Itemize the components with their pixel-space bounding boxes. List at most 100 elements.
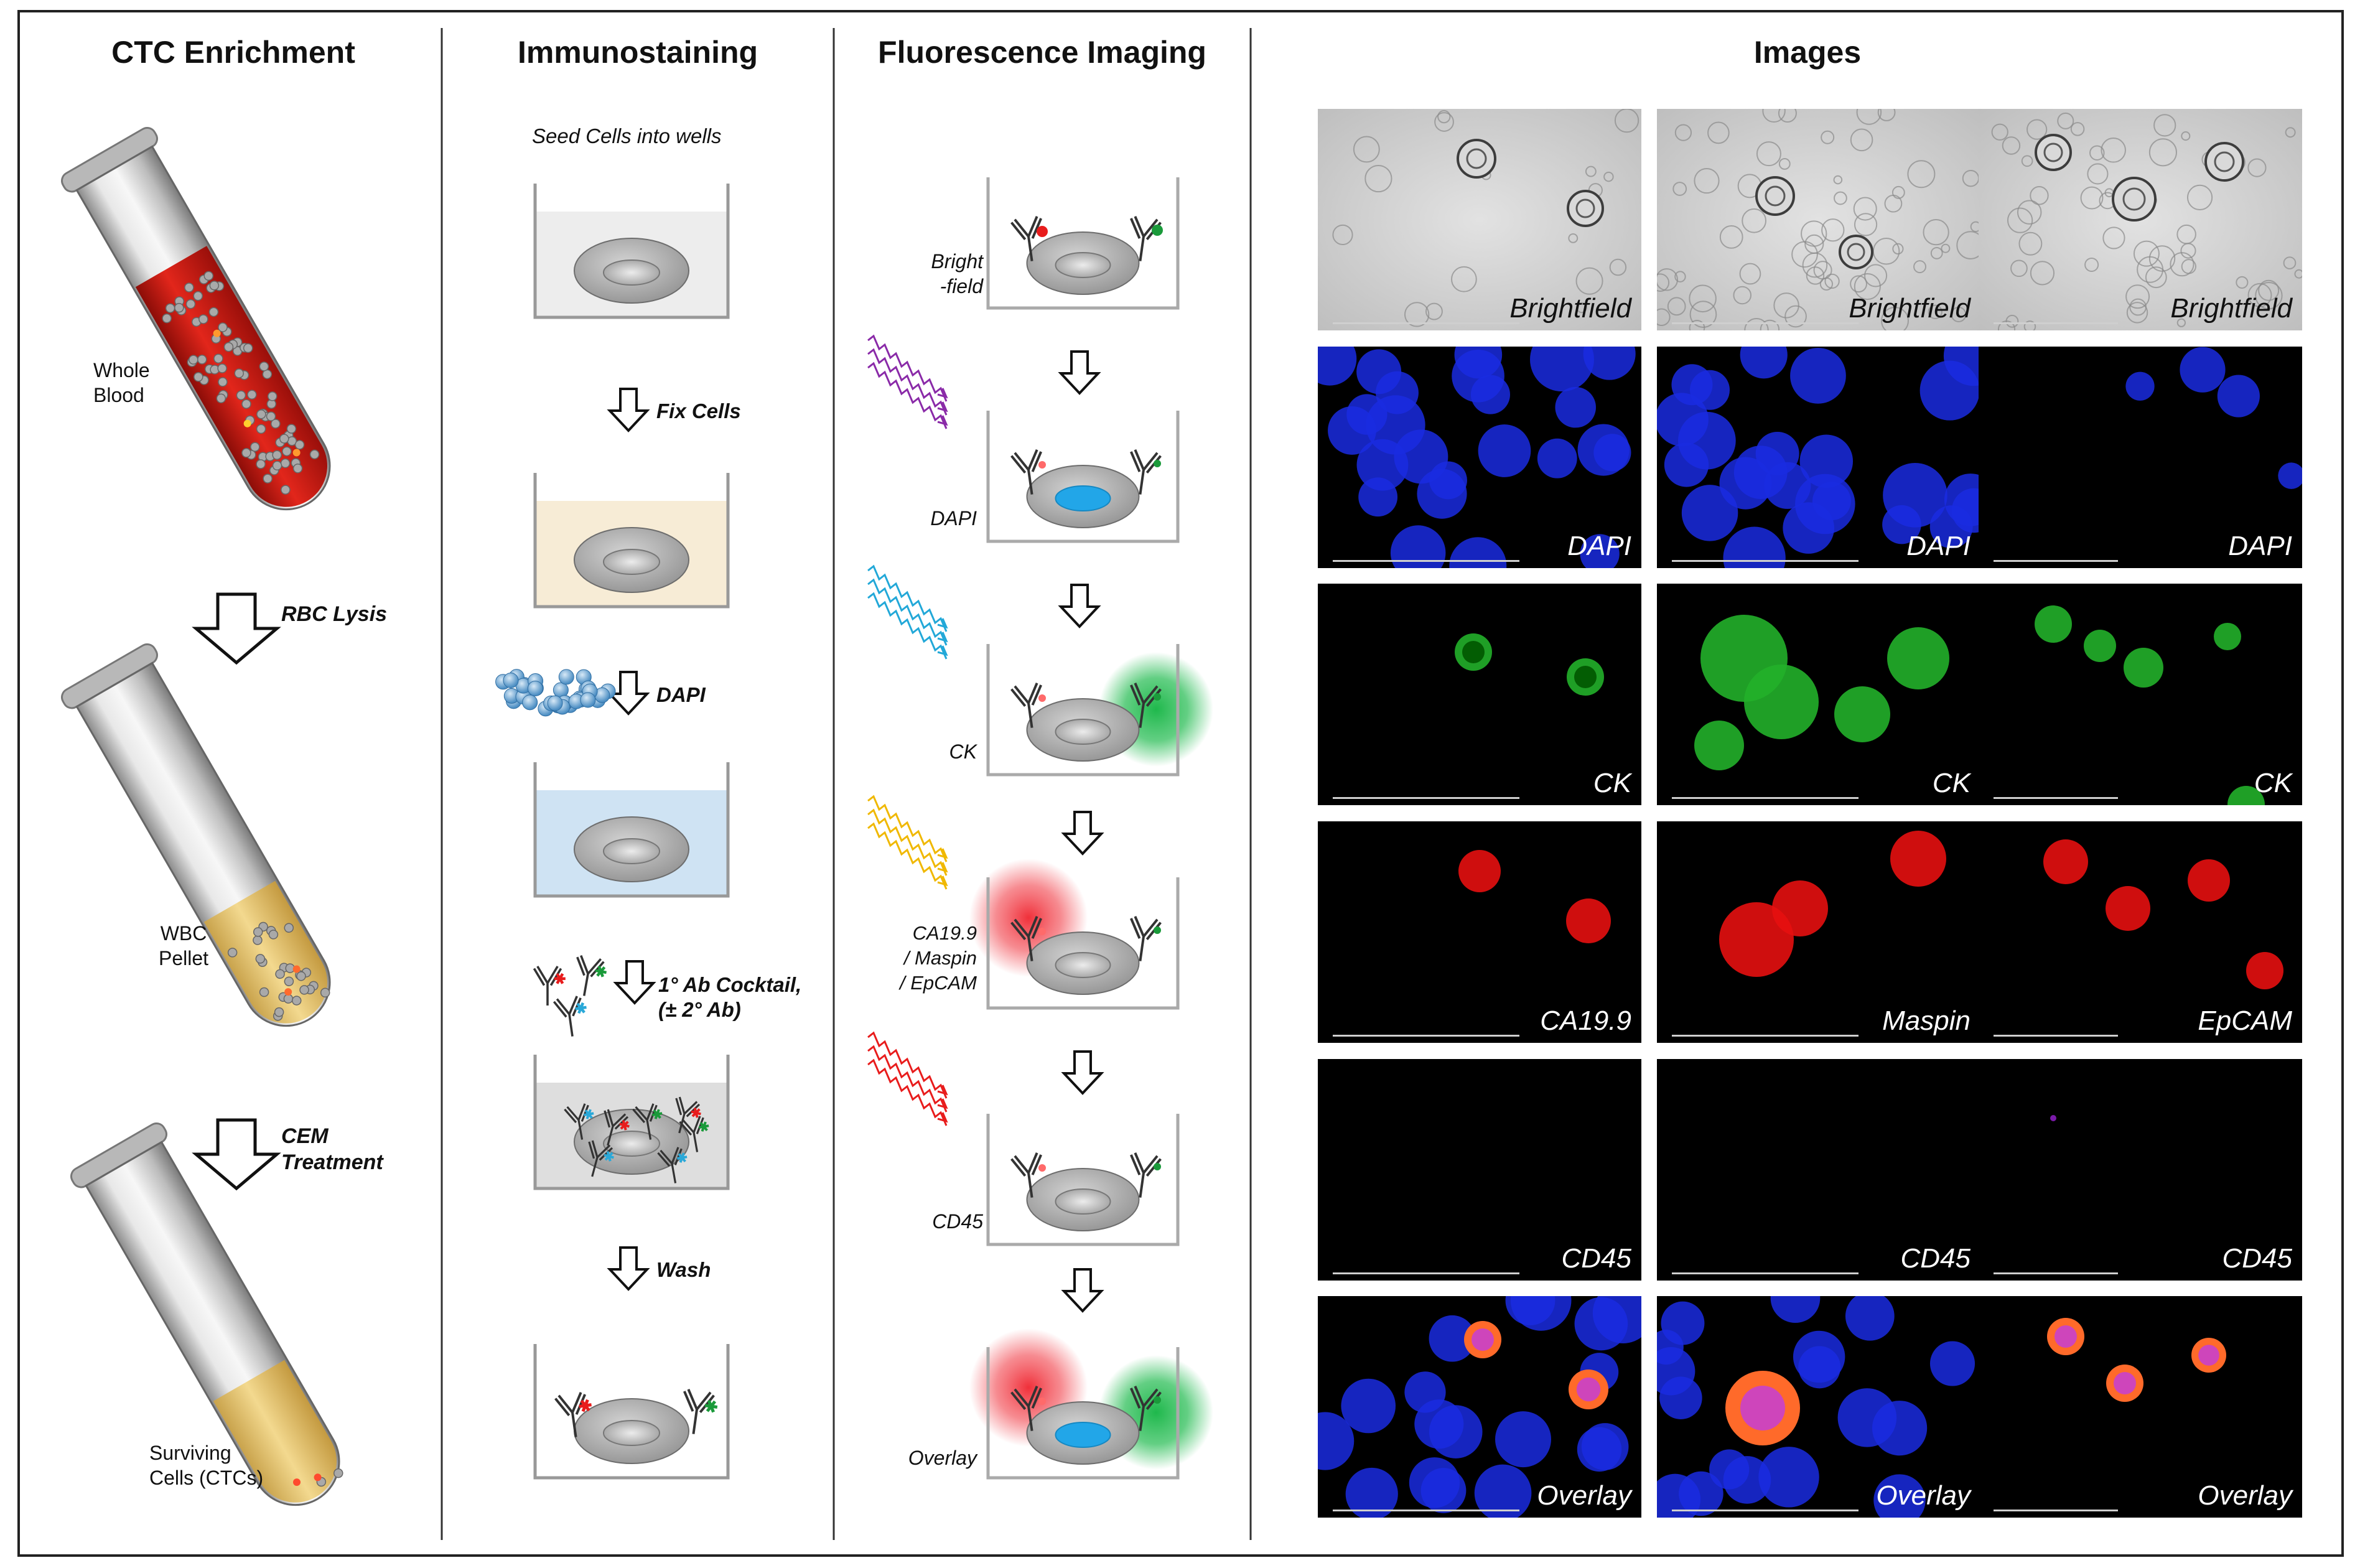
label-seed-cells: Seed Cells into wells	[532, 124, 722, 147]
scale-bar	[1333, 1035, 1519, 1037]
antibody-icon	[554, 1392, 592, 1437]
scale-bar	[1994, 797, 2118, 799]
culture-well	[533, 184, 730, 319]
excitation-wave-icon	[867, 1031, 948, 1126]
image-panel-label: Overlay	[1537, 1480, 1631, 1511]
scale-bar	[1672, 1272, 1859, 1274]
scale-bar	[1672, 322, 1859, 324]
image-panel: CD45	[1318, 1059, 1641, 1281]
image-panel: Brightfield	[1318, 109, 1641, 330]
image-panel-label: CK	[1932, 768, 1971, 798]
imaging-well	[969, 1328, 1213, 1480]
scale-bar	[1672, 560, 1859, 562]
column-title-imaging: Fluorescence Imaging	[878, 35, 1206, 70]
micrograph	[2050, 1115, 2056, 1121]
culture-well	[533, 1344, 730, 1480]
arrow-down-icon	[607, 388, 656, 1291]
label-overlay-step: Overlay	[908, 1447, 977, 1469]
antibody-icon	[588, 1140, 614, 1177]
test-tube-surviving-cells	[70, 1122, 340, 1506]
scale-bar	[1333, 1510, 1519, 1511]
imaging-well	[986, 411, 1180, 543]
scale-bar	[1994, 322, 2118, 324]
micrograph	[1979, 109, 2302, 330]
micrograph	[2047, 1318, 2226, 1402]
image-panel-label: Brightfield	[2170, 293, 2292, 324]
image-panel-label: CA19.9	[1540, 1006, 1631, 1036]
scale-bar	[1333, 1272, 1519, 1274]
excitation-wave-icon	[867, 564, 948, 660]
micrograph	[1318, 109, 1641, 330]
scale-bar	[1994, 1272, 2118, 1274]
micrograph	[2043, 839, 2283, 989]
image-panel-label: DAPI	[1906, 531, 1971, 561]
label-dapi-stain: DAPI	[656, 683, 706, 706]
imaging-wells	[969, 177, 1213, 1480]
antibody-icon	[657, 1147, 688, 1183]
label-wash: Wash	[656, 1258, 711, 1281]
antibody-icon	[1010, 916, 1042, 961]
antibody-icon	[553, 996, 587, 1037]
micrograph	[1455, 633, 1604, 696]
image-panel-label: EpCAM	[2198, 1006, 2292, 1036]
antibody-icon	[533, 966, 566, 1006]
micrograph	[1657, 109, 1980, 330]
image-panel: Overlay	[1979, 1296, 2302, 1518]
antibody-icon	[1130, 1152, 1162, 1198]
image-panel: DAPI	[1979, 347, 2302, 568]
image-panel: CA19.9	[1318, 821, 1641, 1043]
image-panel: CK	[1657, 584, 1980, 805]
image-panel: Brightfield	[1979, 109, 2302, 330]
label-ck-step: CK	[949, 740, 977, 763]
image-panel: Maspin	[1657, 821, 1980, 1043]
image-panel: Brightfield	[1657, 109, 1980, 330]
image-panel-label: Overlay	[1876, 1480, 1971, 1511]
label-rbc-lysis: RBC Lysis	[281, 602, 388, 626]
scale-bar	[1672, 1510, 1859, 1511]
antibody-icon	[1130, 449, 1162, 495]
micrograph	[1694, 615, 1949, 770]
image-panel-label: CK	[1593, 768, 1631, 798]
image-panel: EpCAM	[1979, 821, 2302, 1043]
culture-well	[533, 762, 730, 898]
image-panel: DAPI	[1657, 347, 1980, 568]
image-panel: CK	[1318, 584, 1641, 805]
image-panel: CD45	[1657, 1059, 1980, 1281]
antibody-cocktail-icon	[533, 954, 607, 1037]
antibody-icon	[576, 954, 607, 996]
image-panel: Overlay	[1318, 1296, 1641, 1518]
micrograph	[1719, 831, 1946, 977]
label-brightfield-step: Bright-field	[931, 250, 983, 297]
image-panel-label: CD45	[1561, 1243, 1632, 1274]
image-panel-label: Overlay	[2198, 1480, 2292, 1511]
micrograph	[1657, 1296, 1975, 1518]
antibody-icon	[1010, 216, 1042, 261]
test-tube-wbc-pellet	[61, 643, 331, 1027]
imaging-well	[986, 644, 1213, 777]
label-cd45-step: CD45	[932, 1210, 983, 1233]
antibody-icon	[1130, 216, 1162, 261]
test-tube-whole-blood	[61, 127, 331, 511]
excitation-wave-icon	[867, 334, 948, 429]
micrograph	[1657, 347, 1980, 568]
image-panel-label: DAPI	[1567, 531, 1631, 561]
micrograph	[2035, 605, 2265, 805]
antibody-icon	[1130, 916, 1162, 961]
scale-bar	[1333, 322, 1519, 324]
micrograph	[2125, 347, 2302, 489]
antibody-icon	[564, 1103, 594, 1140]
imaging-well	[969, 859, 1180, 1010]
scale-bar	[1994, 560, 2118, 562]
image-panel-label: CD45	[2222, 1243, 2293, 1274]
image-panel: Overlay	[1657, 1296, 1980, 1518]
image-panel-label: Brightfield	[1849, 293, 1971, 324]
image-panel-label: Maspin	[1882, 1006, 1971, 1036]
scale-bar	[1672, 797, 1859, 799]
antibody-icon	[1130, 683, 1162, 728]
column-title-immunostaining: Immunostaining	[517, 35, 758, 70]
imaging-well	[986, 1114, 1180, 1246]
